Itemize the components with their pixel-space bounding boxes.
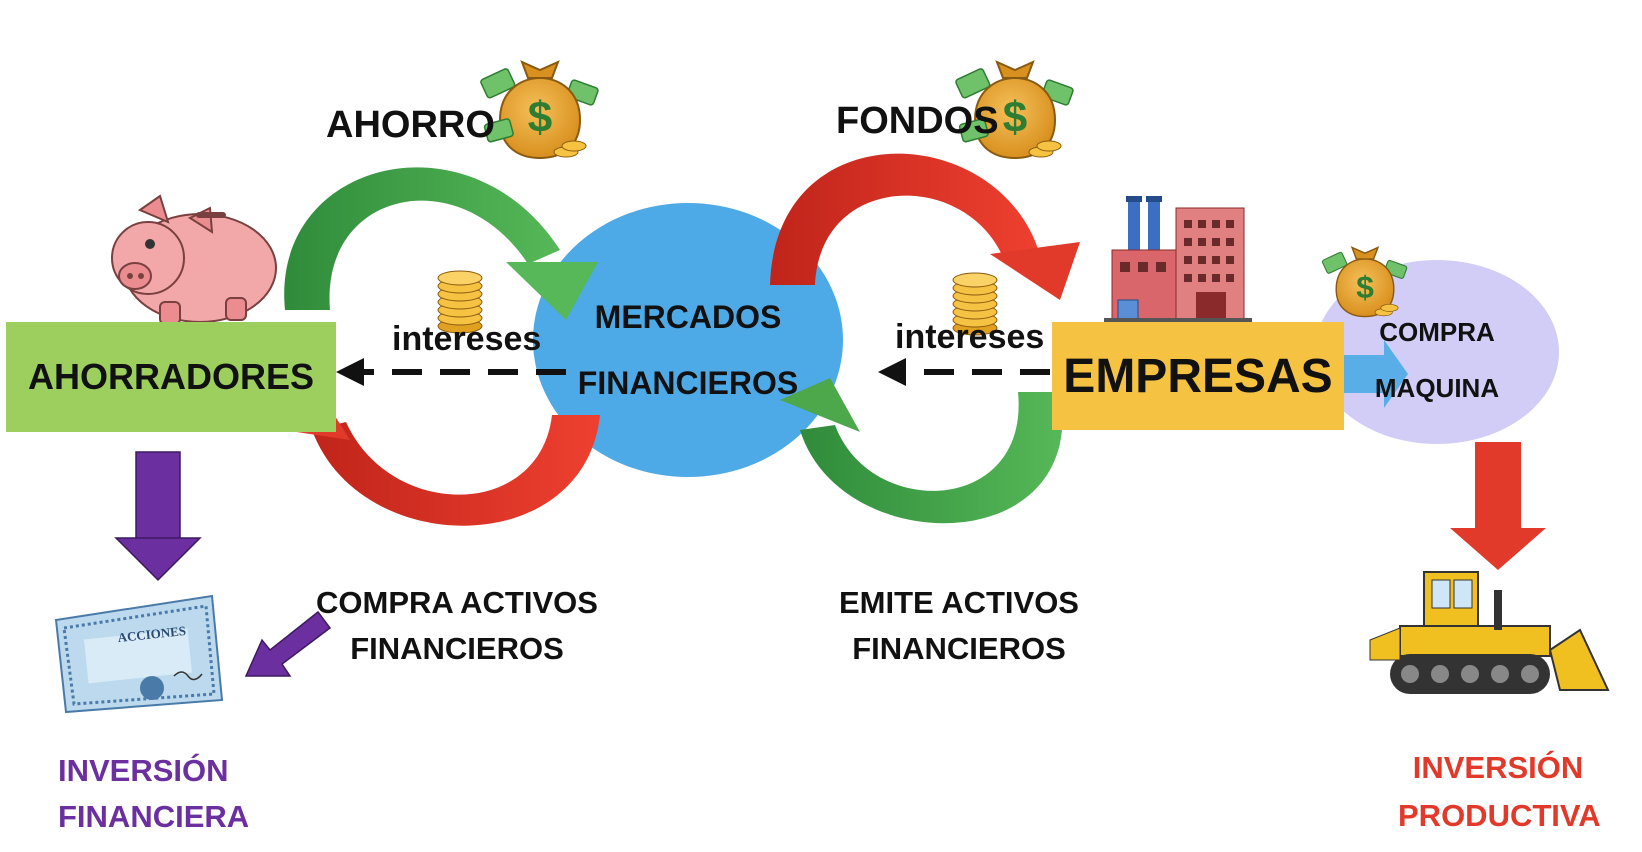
intereses-left-label: intereses [392, 320, 542, 358]
piggy-bank-icon [111, 194, 277, 325]
inversion-productiva-line2: PRODUCTIVA [1398, 798, 1601, 833]
inversion-productiva-line1: INVERSIÓN [1412, 750, 1584, 785]
certificate-icon: ACCIONES [54, 594, 224, 714]
inversion-financiera-line1: INVERSIÓN [58, 753, 229, 788]
factory-icon [1104, 196, 1252, 324]
coin-stack-icon [952, 272, 998, 336]
compra-label-line2: MAQUINA [1374, 373, 1500, 403]
bulldozer-icon [1369, 571, 1610, 694]
svg-text:$: $ [528, 93, 552, 142]
ahorradores-box: AHORRADORES [6, 322, 336, 432]
mercados-financieros-circle [533, 203, 843, 477]
money-bag-icon: $ [480, 60, 599, 160]
ahorradores-down-arrow [114, 451, 202, 582]
fondos-label: FONDOS [836, 100, 999, 142]
coin-stack-icon [437, 270, 483, 334]
compra-down-arrow [1450, 442, 1546, 570]
mercados-label-line2: FINANCIEROS [577, 365, 799, 401]
ahorradores-label: AHORRADORES [27, 356, 314, 397]
intereses-left-arrow [336, 358, 566, 386]
empresas-to-compra-arrow [1342, 340, 1408, 408]
svg-text:ACCIONES: ACCIONES [117, 623, 187, 645]
mercados-financieros-node: MERCADOS FINANCIEROS [560, 290, 816, 410]
emite-activos-line2: FINANCIEROS [852, 631, 1066, 666]
emite-activos-arrow [780, 378, 1063, 524]
inversion-productiva-label: INVERSIÓN PRODUCTIVA [1398, 744, 1601, 840]
money-bag-icon: $ [955, 60, 1074, 160]
compra-label-line1: COMPRA [1379, 317, 1495, 347]
intereses-right-label: intereses [895, 318, 1045, 356]
compra-activos-line2: FINANCIEROS [350, 631, 564, 666]
compra-maquina-node: COMPRA MAQUINA [1340, 310, 1534, 410]
fondos-arrow [770, 153, 1080, 300]
emite-activos-line1: EMITE ACTIVOS [839, 585, 1079, 620]
empresas-box: EMPRESAS [1052, 322, 1344, 430]
ahorro-arrow [284, 167, 598, 320]
svg-text:$: $ [1356, 269, 1374, 305]
emite-activos-label: EMITE ACTIVOS FINANCIEROS [834, 580, 1084, 672]
compra-activos-line1: COMPRA ACTIVOS [316, 585, 598, 620]
mercados-label-line1: MERCADOS [594, 299, 782, 335]
compra-activos-label: COMPRA ACTIVOS FINANCIEROS [312, 580, 602, 672]
inversion-financiera-label: INVERSIÓN FINANCIERA [58, 748, 249, 840]
money-bag-icon: $ [1321, 246, 1408, 318]
empresas-label: EMPRESAS [1063, 349, 1333, 403]
to-certificate-arrow [244, 610, 332, 677]
svg-text:$: $ [1003, 93, 1027, 142]
ahorro-label: AHORRO [326, 104, 495, 146]
inversion-financiera-line2: FINANCIERA [58, 799, 250, 834]
intereses-right-arrow [878, 358, 1050, 386]
